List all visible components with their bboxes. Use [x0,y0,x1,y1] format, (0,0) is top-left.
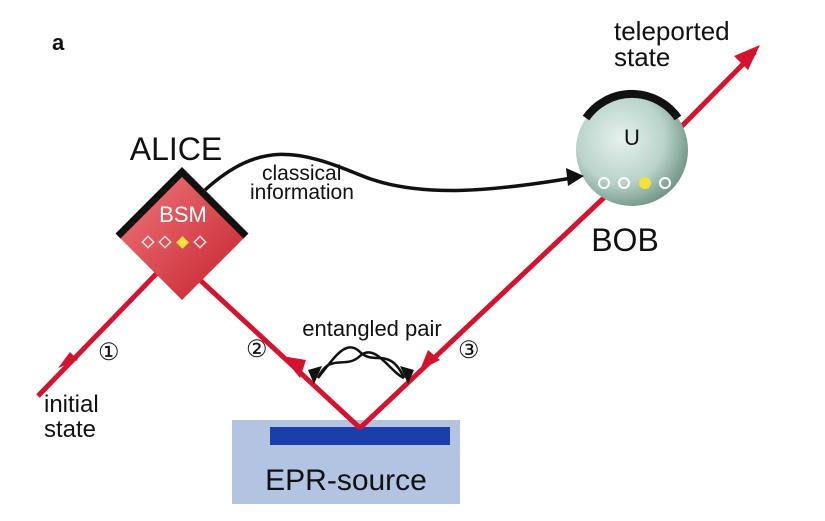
epr-source-label: EPR-source [265,464,427,497]
bob-device: U [576,89,688,206]
path-marker-2: ② [246,336,268,363]
classical-info-label-line2: information [250,181,354,204]
beam-paths [36,50,757,430]
initial-state-line1: initial [44,391,99,418]
arrowhead-beam-2 [282,356,306,378]
bob-active-detector [639,177,651,189]
epr-source-box: EPR-source [232,420,460,504]
bob-detectors [598,177,671,189]
beam-teleported-out [678,50,757,130]
bob-operation-label: U [624,125,640,150]
bsm-active-detector [176,236,189,249]
arrowhead-beam-1 [58,352,78,368]
arrowhead-beam-3 [420,350,440,370]
initial-state-line2: state [44,416,96,443]
teleported-state-line2: state [614,42,670,72]
bob-label: BOB [591,222,659,258]
alice-label: ALICE [130,131,222,167]
bsm-label: BSM [159,202,207,227]
path-marker-1: ① [98,339,120,366]
beam-arrowheads [58,45,760,378]
entangled-pair-link [308,346,414,384]
classical-info-label-line1: classical [262,162,341,185]
entangled-pair-label: entangled pair [302,316,441,341]
teleported-state-line1: teleported [614,16,730,46]
alice-bsm-device: BSM [115,167,249,300]
panel-label: a [52,30,65,55]
beam-1-initial-to-alice [36,268,162,398]
path-marker-3: ③ [458,337,480,364]
classical-info-arrow [203,152,584,193]
epr-crystal [270,427,450,445]
bsm-detectors [141,235,207,249]
beam-3-source-to-bob [358,190,612,430]
arrowhead-teleported [734,45,760,70]
beam-2-source-to-alice [198,278,362,430]
